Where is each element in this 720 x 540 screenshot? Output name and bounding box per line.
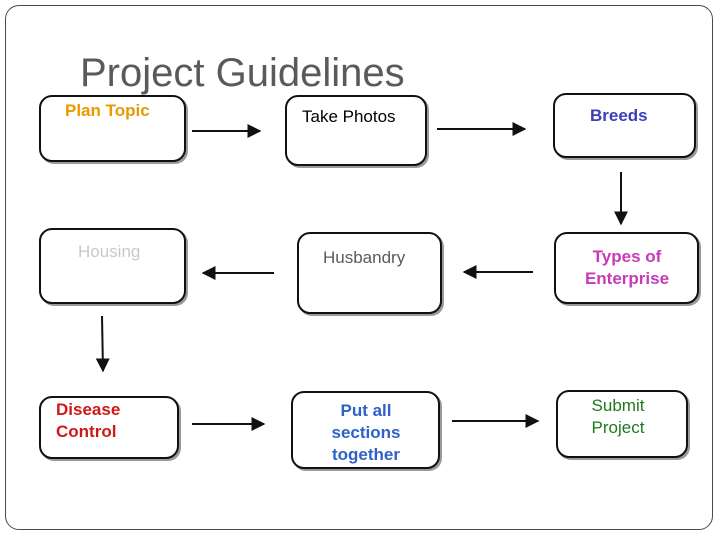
put-all-sections-together-line-2: sections <box>331 423 401 442</box>
take-photos-label: Take Photos <box>302 106 396 128</box>
disease-control-box[interactable] <box>39 396 179 459</box>
housing-box[interactable] <box>39 228 186 304</box>
types-of-enterprise-line-1: Types of <box>592 247 662 266</box>
housing-line-1: Housing <box>78 242 141 261</box>
types-of-enterprise-line-2: Enterprise <box>584 269 670 288</box>
take-photos-box[interactable] <box>285 95 427 166</box>
submit-project-line-1: Submit <box>591 396 645 415</box>
plan-topic-line-1: Plan Topic <box>65 101 150 120</box>
put-all-sections-together-label: Put all sections together <box>310 400 422 466</box>
types-of-enterprise-box[interactable] <box>554 232 699 304</box>
submit-project-box[interactable] <box>556 390 688 458</box>
husbandry-line-1: Husbandry <box>323 248 406 267</box>
breeds-line-1: Breeds <box>590 106 648 125</box>
housing-label: Housing <box>78 241 140 263</box>
submit-project-line-2: Project <box>591 418 645 437</box>
page-title: Project Guidelines <box>80 51 405 95</box>
arrow-housing-to-disease-control <box>95 315 110 373</box>
put-all-sections-together-box[interactable] <box>291 391 440 469</box>
breeds-box[interactable] <box>553 93 696 158</box>
put-all-sections-together-line-3: together <box>332 445 400 464</box>
plan-topic-box[interactable] <box>39 95 186 162</box>
plan-topic-label: Plan Topic <box>65 100 150 122</box>
disease-control-line-2: Control <box>56 422 117 441</box>
types-of-enterprise-label: Types of Enterprise <box>573 246 681 290</box>
husbandry-box[interactable] <box>297 232 442 314</box>
put-all-sections-together-line-1: Put all <box>340 401 392 420</box>
husbandry-label: Husbandry <box>323 247 405 269</box>
take-photos-line-1: Take Photos <box>302 107 396 126</box>
breeds-label: Breeds <box>590 105 648 127</box>
disease-control-line-1: Disease <box>56 400 121 419</box>
